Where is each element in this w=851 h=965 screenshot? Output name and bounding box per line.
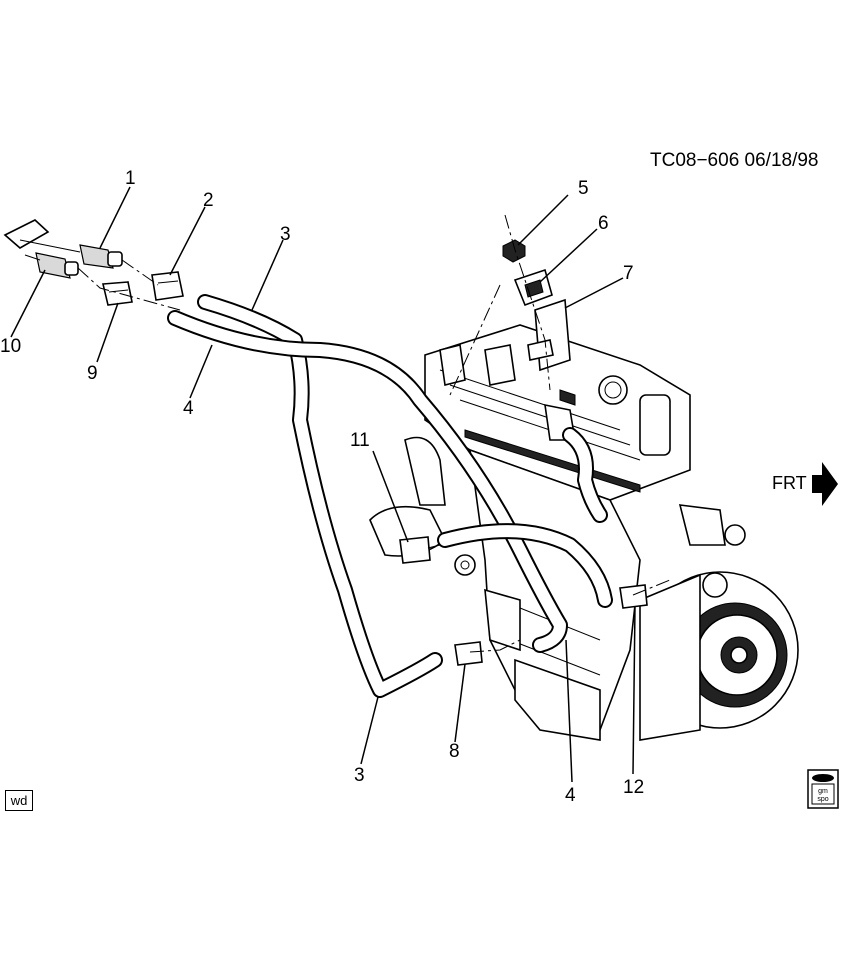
callout-6: 6 xyxy=(598,213,609,234)
callout-8: 8 xyxy=(449,741,460,762)
nut-5 xyxy=(502,239,526,263)
wd-tag: wd xyxy=(5,790,33,811)
hose-clamp-11 xyxy=(399,536,431,564)
callout-12: 12 xyxy=(623,777,644,798)
callout-4-lower: 4 xyxy=(565,785,576,806)
callout-1: 1 xyxy=(125,168,136,189)
hose-clamp-12 xyxy=(619,584,648,609)
front-arrow-icon xyxy=(812,462,838,506)
svg-text:spo: spo xyxy=(817,796,828,803)
callout-11: 11 xyxy=(350,430,370,451)
callout-5: 5 xyxy=(578,178,589,199)
diagram-reference: TC08−606 06/18/98 xyxy=(650,150,819,171)
callout-7: 7 xyxy=(623,263,634,284)
front-direction-label: FRT xyxy=(772,473,807,493)
callout-3-upper: 3 xyxy=(280,224,291,245)
gm-spo-logo: gm spo xyxy=(807,769,839,809)
svg-text:gm: gm xyxy=(818,788,828,795)
hose-clamp-2 xyxy=(151,271,184,301)
callout-3-lower: 3 xyxy=(354,765,365,786)
quick-connector-1 xyxy=(79,244,123,269)
compressor-pulley xyxy=(639,571,799,741)
engine-assembly xyxy=(369,324,799,741)
callout-10: 10 xyxy=(0,336,21,357)
callout-9: 9 xyxy=(87,363,98,384)
callout-4-upper: 4 xyxy=(183,398,194,419)
bracket-7 xyxy=(527,298,571,372)
hose-clamp-8 xyxy=(454,641,483,666)
callout-2: 2 xyxy=(203,190,214,211)
hose-clamp-9 xyxy=(102,281,133,306)
